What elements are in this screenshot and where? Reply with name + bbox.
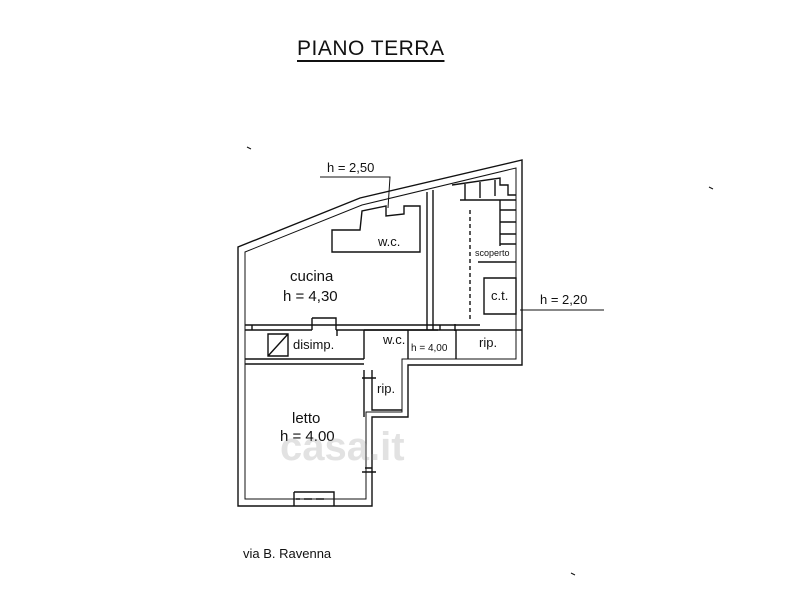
wall [331, 205, 421, 253]
height-label-right: h = 2,20 [540, 292, 588, 307]
disimp-label: disimp. [293, 337, 335, 352]
cucina-height-label: h = 4,30 [283, 288, 338, 305]
wc-top-label: w.c. [378, 234, 401, 249]
wall [478, 261, 517, 315]
height-label-top: h = 2,50 [327, 160, 375, 175]
leader-line [320, 176, 391, 209]
street-label: via B. Ravenna [243, 546, 332, 561]
door-marks [251, 317, 456, 506]
letto-label: letto [292, 410, 321, 427]
wall [363, 329, 522, 359]
exterior-wall [237, 159, 523, 507]
ct-label: c.t. [491, 288, 509, 303]
wall [245, 324, 438, 331]
rip-small-label: rip. [377, 381, 396, 396]
wall [267, 333, 289, 357]
wall [245, 358, 364, 365]
letto-height-label: h = 4.00 [280, 428, 335, 445]
wall [426, 190, 434, 330]
wc-mid-label: w.c. [383, 332, 406, 347]
watermark: casa.it [280, 425, 405, 469]
plan-title: PIANO TERRA [297, 37, 445, 60]
scoperto-label: scoperto [475, 248, 510, 258]
rip-right-label: rip. [479, 335, 498, 350]
stair [451, 177, 516, 246]
wc-mid-height-label: h = 4,00 [411, 343, 448, 354]
cucina-label: cucina [290, 268, 334, 285]
